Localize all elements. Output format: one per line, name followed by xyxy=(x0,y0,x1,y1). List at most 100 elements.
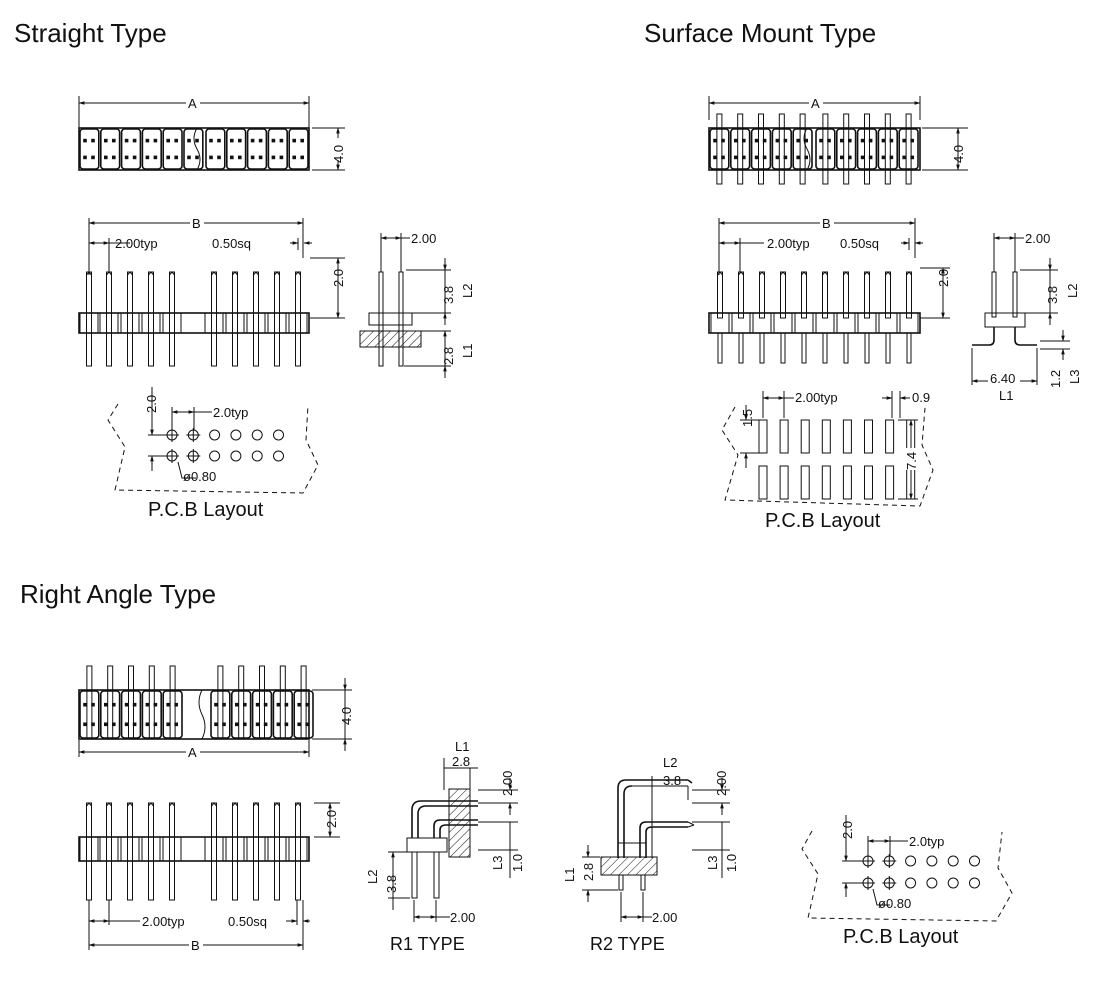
housing-cell xyxy=(162,690,183,739)
title-right-angle-type: Right Angle Type xyxy=(20,579,216,609)
pin-square xyxy=(145,702,150,707)
pin xyxy=(906,271,912,319)
pin-square xyxy=(145,155,150,160)
pin xyxy=(106,802,112,901)
break-mark xyxy=(803,127,811,171)
pin-square xyxy=(166,722,170,727)
pin xyxy=(716,113,723,185)
pitch-label: 2.00typ xyxy=(142,914,185,929)
housing-cell xyxy=(731,312,751,334)
pin-tip xyxy=(738,271,744,276)
housing-cell xyxy=(877,128,899,170)
r2-bottom-value: 2.00 xyxy=(652,910,677,925)
pin-square xyxy=(243,702,247,707)
pin-square xyxy=(860,155,865,160)
pad-height-label: 1.5 xyxy=(740,409,755,427)
pin-square xyxy=(238,155,242,160)
pin-square xyxy=(153,138,158,143)
pin-square xyxy=(174,722,178,727)
pin-tip xyxy=(780,271,786,276)
housing-cell xyxy=(79,312,99,334)
housing-cell xyxy=(898,128,919,170)
pin-square xyxy=(209,155,213,160)
pin-top-label: 2.0 xyxy=(331,269,346,287)
pin-square xyxy=(742,138,746,143)
l3-value: 1.2 xyxy=(1048,370,1063,388)
pin-square xyxy=(187,138,191,143)
pcb-hole xyxy=(209,450,221,462)
pin-tip xyxy=(274,802,280,807)
pin-square xyxy=(112,155,116,160)
pin-square xyxy=(734,155,738,160)
r2-type-label: R2 TYPE xyxy=(590,934,665,954)
pin-foot xyxy=(822,332,828,364)
straight-top-view: A 4.0 xyxy=(78,96,346,171)
pin xyxy=(217,665,224,740)
pin xyxy=(86,665,93,740)
pin-square xyxy=(276,702,281,707)
pin-square xyxy=(91,138,95,143)
pin-square xyxy=(754,155,759,160)
pcb-hole xyxy=(969,855,980,867)
break-mark xyxy=(198,689,206,740)
pin xyxy=(86,271,92,367)
r1-l3-label: L3 xyxy=(490,856,505,870)
pin xyxy=(232,802,238,901)
pin-square xyxy=(297,702,301,707)
pin-tip xyxy=(295,802,301,807)
pin-square xyxy=(284,722,289,727)
pad-pitch-label: 2.00typ xyxy=(795,390,838,405)
housing-body xyxy=(78,127,310,171)
pin-square xyxy=(222,722,226,727)
r2-l1-label: L1 xyxy=(562,868,577,882)
pin-square xyxy=(112,138,116,143)
pin-foot xyxy=(801,332,807,364)
pin-square xyxy=(132,138,137,143)
pin-square xyxy=(721,138,725,143)
end-pitch-label: 2.00 xyxy=(411,231,436,246)
pcb-hole xyxy=(926,877,938,889)
pin xyxy=(148,665,155,740)
pin-square xyxy=(195,155,199,160)
dim-height-label: 4.0 xyxy=(339,707,354,725)
housing-cell xyxy=(710,312,730,334)
housing-cell xyxy=(99,312,119,334)
pin-square xyxy=(881,155,886,160)
smt-pad xyxy=(842,465,852,500)
pin-square xyxy=(889,155,894,160)
pin-tip xyxy=(295,271,301,276)
pin-square xyxy=(263,702,268,707)
dim-a-label: A xyxy=(188,96,197,111)
pin-square xyxy=(902,138,906,143)
pcb-layout-title: P.C.B Layout xyxy=(765,510,881,532)
housing-cell xyxy=(99,836,119,862)
smt-pad xyxy=(885,465,895,500)
housing-side xyxy=(708,312,921,334)
l2-value: 3.8 xyxy=(1045,286,1060,304)
pin xyxy=(843,271,849,319)
pin-square xyxy=(132,155,137,160)
housing-cell xyxy=(120,836,140,862)
smt-pad xyxy=(885,419,895,454)
ra-pcb-layout: 2.0 2.0typ ø0.80 P.C.B Layout xyxy=(801,815,1013,948)
pin-square xyxy=(300,138,304,143)
pin xyxy=(274,802,280,901)
pin-foot xyxy=(843,332,849,364)
pcb-row-label: 2.0 xyxy=(840,821,855,839)
housing-cell xyxy=(246,128,268,170)
housing-cell xyxy=(251,690,273,739)
pin xyxy=(801,271,807,319)
dim-height-label: 4.0 xyxy=(951,145,966,163)
title-surface-mount-type: Surface Mount Type xyxy=(644,18,876,48)
ra-side-view: 2.0 2.00typ 0.50sq B xyxy=(78,802,340,953)
pin-square xyxy=(83,138,87,143)
pin xyxy=(758,113,764,185)
pin xyxy=(169,802,175,901)
straight-side-view: B 2.00typ 0.50sq 2.0 xyxy=(78,216,346,367)
housing-cell xyxy=(100,690,121,739)
dim-b-label: B xyxy=(191,938,200,953)
pin xyxy=(864,113,870,185)
pin-tip xyxy=(232,802,238,807)
r1-bottom-value: 2.00 xyxy=(450,910,475,925)
pcb-hole xyxy=(230,450,242,462)
